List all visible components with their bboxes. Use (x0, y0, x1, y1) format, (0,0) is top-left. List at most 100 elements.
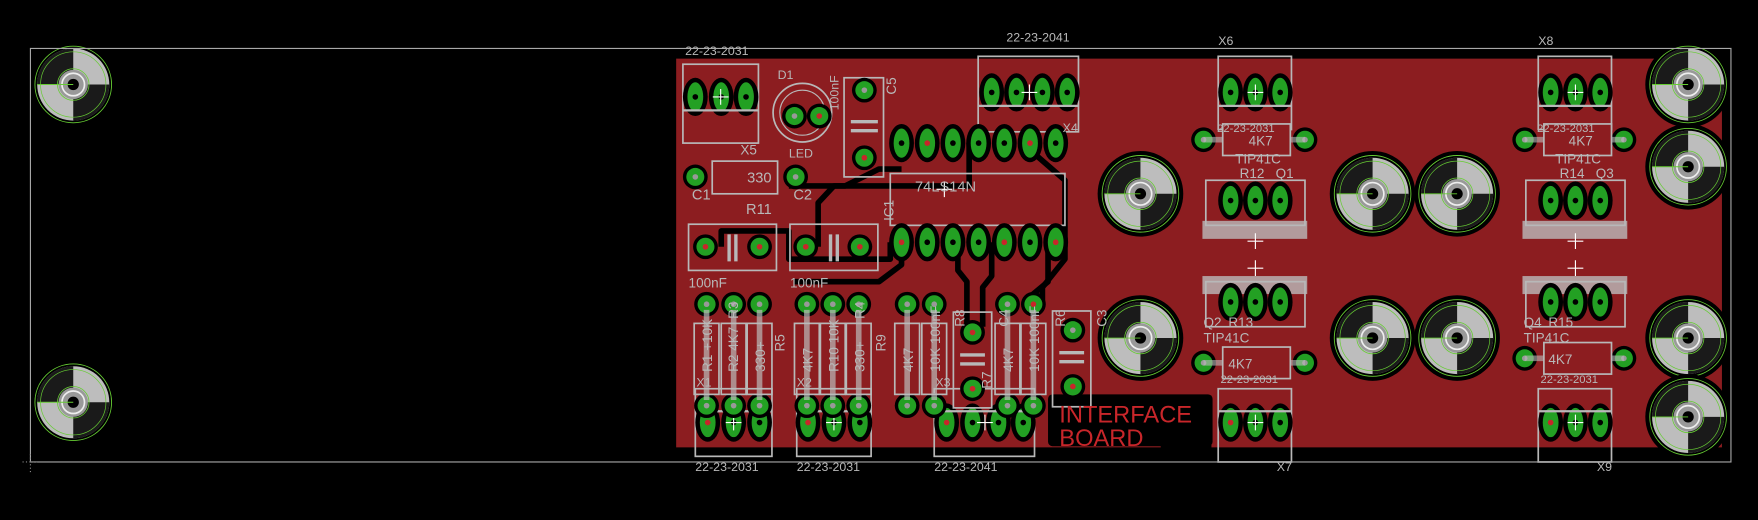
pad[interactable] (793, 234, 819, 260)
pad[interactable] (1267, 282, 1293, 322)
pad[interactable] (1563, 282, 1588, 322)
pad[interactable] (1242, 282, 1268, 322)
pad[interactable] (846, 393, 872, 419)
pad[interactable] (721, 393, 747, 419)
pad[interactable] (991, 223, 1017, 262)
pad[interactable] (1043, 123, 1069, 163)
pad[interactable] (682, 164, 708, 190)
origin-cross (1567, 414, 1584, 431)
mounting-hole (1329, 150, 1416, 237)
pad[interactable] (1587, 282, 1613, 322)
pad[interactable] (1587, 181, 1613, 220)
silk-label: R13 (1228, 315, 1253, 330)
pad[interactable] (794, 291, 820, 317)
silk-label: 74LS14N (915, 180, 976, 196)
pad[interactable] (1587, 403, 1613, 442)
pad[interactable] (694, 291, 719, 317)
pad[interactable] (995, 393, 1020, 419)
pad[interactable] (914, 123, 940, 163)
pad[interactable] (995, 291, 1020, 317)
pad[interactable] (1587, 73, 1613, 112)
silk-label: C1 (692, 187, 711, 203)
pad[interactable] (1218, 181, 1243, 220)
pad[interactable] (1030, 73, 1055, 112)
pad[interactable] (1267, 73, 1293, 112)
origin-cross (1021, 84, 1038, 101)
pad[interactable] (1054, 73, 1080, 112)
pad[interactable] (820, 393, 846, 419)
pad[interactable] (783, 164, 809, 190)
pad[interactable] (1538, 181, 1564, 220)
silk-label: 4K7 (1228, 356, 1252, 371)
silk-label: Q4 (1524, 315, 1543, 330)
pad[interactable] (889, 123, 914, 163)
pad[interactable] (1060, 374, 1086, 399)
pad[interactable] (979, 73, 1005, 112)
pad[interactable] (1218, 403, 1243, 442)
pad[interactable] (1020, 291, 1046, 317)
silk-label: 100nF (790, 275, 828, 290)
pad[interactable] (747, 234, 772, 260)
pad[interactable] (851, 77, 877, 103)
silk-label: X4 (1063, 121, 1078, 135)
pad[interactable] (1267, 181, 1293, 220)
pad[interactable] (806, 103, 832, 129)
pad[interactable] (940, 123, 966, 163)
pad[interactable] (914, 223, 940, 262)
silk-label: X5 (740, 142, 757, 157)
pad[interactable] (1267, 403, 1293, 442)
pad[interactable] (1611, 127, 1637, 153)
pad[interactable] (694, 393, 719, 419)
pad[interactable] (889, 223, 914, 262)
pad[interactable] (921, 393, 947, 419)
pad[interactable] (693, 234, 718, 260)
pad[interactable] (1017, 223, 1043, 262)
silk-label: X1 (696, 375, 711, 389)
silk-label: 22-23-2031 (1217, 123, 1275, 135)
pad[interactable] (1538, 73, 1564, 112)
pad[interactable] (940, 223, 966, 262)
pad[interactable] (794, 393, 820, 419)
trace (1020, 140, 1068, 305)
pad[interactable] (847, 234, 873, 260)
board-title-line2: BOARD (1059, 426, 1143, 452)
pad[interactable] (991, 123, 1017, 163)
pad[interactable] (846, 291, 872, 317)
pad[interactable] (747, 393, 772, 419)
pad[interactable] (1017, 123, 1043, 163)
pad[interactable] (960, 320, 985, 345)
pad[interactable] (1538, 403, 1564, 442)
pad[interactable] (1020, 393, 1046, 419)
pad[interactable] (1538, 282, 1564, 322)
pad[interactable] (682, 77, 708, 117)
pad[interactable] (851, 145, 877, 171)
pad[interactable] (1242, 181, 1268, 220)
pad[interactable] (921, 291, 947, 317)
capacitor-symbol (727, 234, 839, 262)
silk-label: C3 (1095, 309, 1110, 326)
silk-label: C4 (997, 309, 1012, 327)
pad[interactable] (733, 77, 759, 117)
pad[interactable] (894, 291, 920, 317)
pad[interactable] (782, 103, 807, 129)
silk-label: R3 (726, 302, 741, 319)
pad[interactable] (747, 291, 772, 317)
pad[interactable] (820, 291, 846, 317)
pad[interactable] (960, 403, 985, 442)
board-outline (29, 47, 1732, 463)
pad[interactable] (966, 123, 992, 163)
pad[interactable] (960, 376, 985, 402)
pad[interactable] (1218, 73, 1243, 112)
pad[interactable] (966, 223, 992, 262)
pad[interactable] (1060, 317, 1086, 343)
pad[interactable] (1218, 282, 1243, 322)
pad[interactable] (1004, 73, 1029, 112)
pad[interactable] (721, 291, 747, 317)
silk-label: 22-23-2031 (797, 460, 860, 474)
pad[interactable] (894, 393, 920, 419)
capacitor-symbol (960, 350, 1085, 366)
pad[interactable] (1043, 223, 1069, 262)
mounting-holes (30, 41, 1731, 460)
pad[interactable] (1563, 181, 1588, 220)
